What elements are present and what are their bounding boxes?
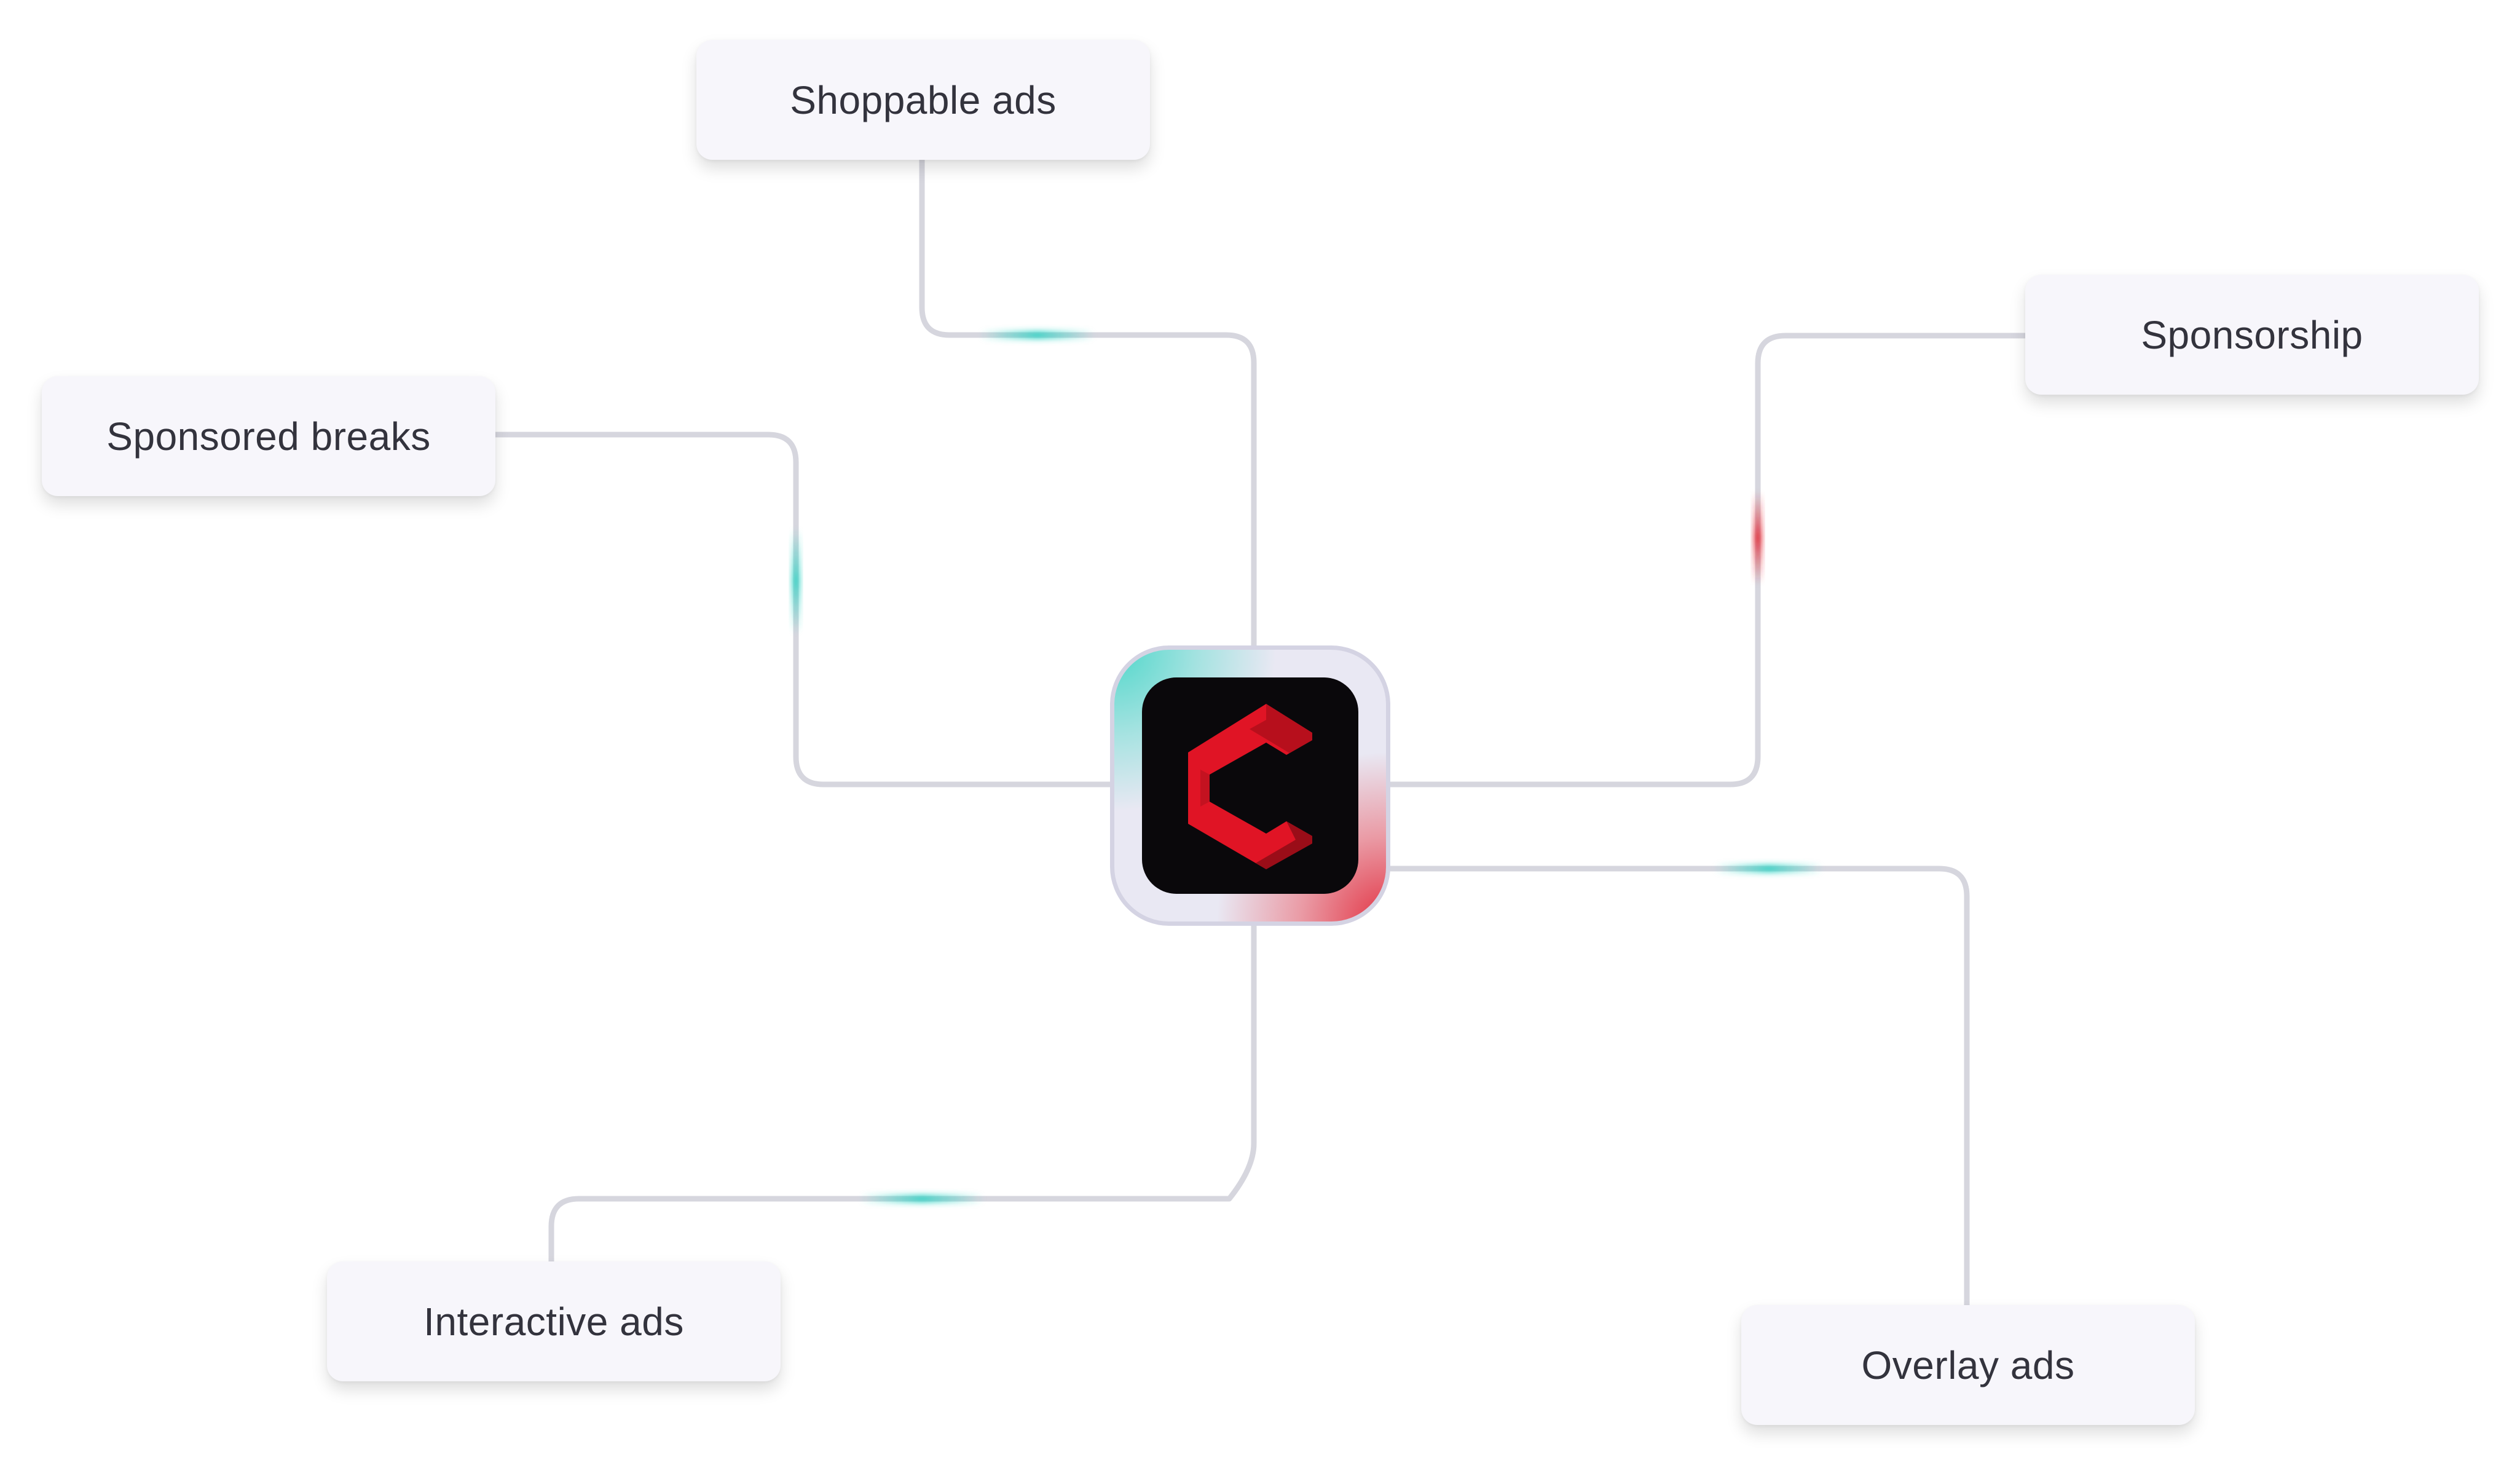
node-label: Sponsorship — [2141, 312, 2363, 357]
connector-overlay — [1387, 866, 1970, 1308]
pulse-sponsorship — [1754, 492, 1762, 584]
c-logo-icon — [1142, 677, 1358, 894]
connector-interactive — [548, 923, 1257, 1265]
pulse-overlay — [1715, 865, 1822, 872]
node-sponsorship: Sponsorship — [2025, 275, 2479, 395]
node-label: Sponsored breaks — [106, 414, 431, 459]
connector-breaks — [492, 432, 1113, 787]
connector-sponsorship — [1387, 333, 2028, 787]
pulse-shoppable — [980, 331, 1094, 339]
pulse-breaks — [792, 529, 800, 633]
node-label: Overlay ads — [1861, 1343, 2075, 1387]
node-overlay-ads: Overlay ads — [1741, 1305, 2195, 1425]
node-label: Interactive ads — [423, 1299, 684, 1344]
hub-node — [1110, 645, 1390, 926]
c-logo-mark — [1188, 704, 1312, 869]
node-label: Shoppable ads — [790, 77, 1057, 122]
pulse-interactive — [860, 1195, 983, 1202]
connector-shoppable — [919, 157, 1257, 649]
node-shoppable-ads: Shoppable ads — [696, 40, 1150, 160]
node-interactive-ads: Interactive ads — [327, 1261, 781, 1381]
node-sponsored-breaks: Sponsored breaks — [42, 376, 495, 496]
